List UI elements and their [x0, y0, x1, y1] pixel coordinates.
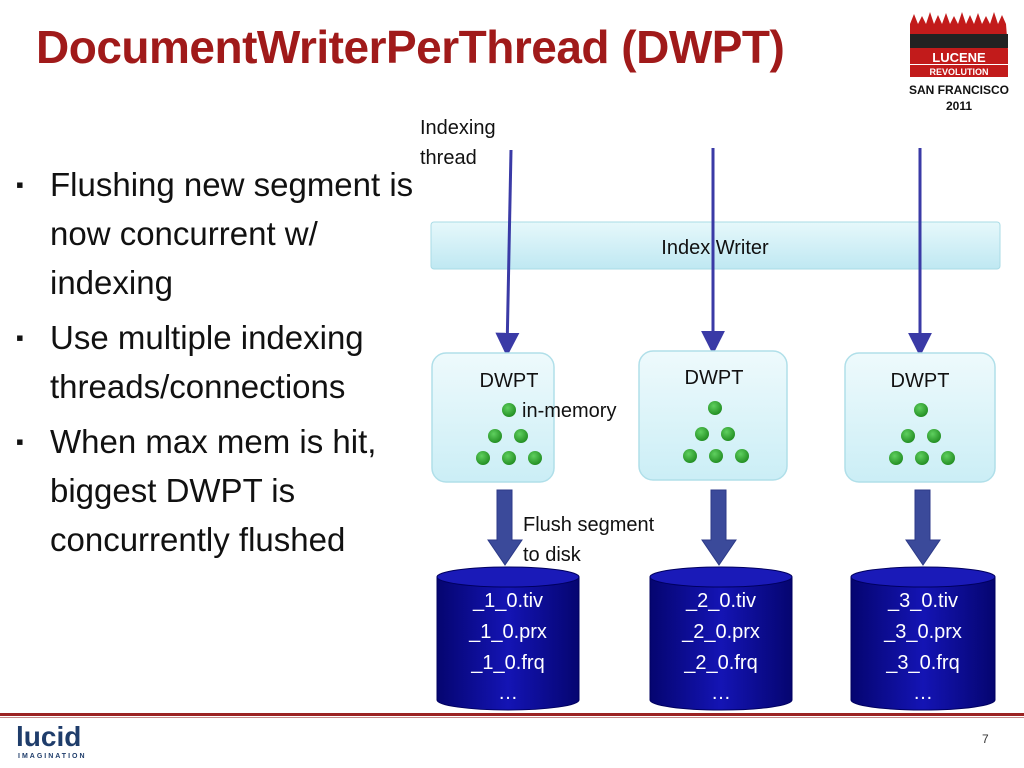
- segment-file: _3_0.prx: [883, 621, 962, 643]
- document-dot: [941, 451, 955, 465]
- dwpt-label: DWPT: [685, 367, 744, 389]
- document-dot: [889, 451, 903, 465]
- document-dot: [502, 451, 516, 465]
- bullet-text: When max mem is hit, biggest DWPT is con…: [50, 423, 377, 558]
- bullet-marker: ▪: [16, 325, 24, 350]
- segment-file: _1_0.tiv: [472, 590, 543, 612]
- svg-text:REVOLUTION: REVOLUTION: [929, 67, 988, 77]
- bullet-item: ▪ When max mem is hit, biggest DWPT is c…: [12, 417, 422, 564]
- index-writer-label: Index Writer: [661, 237, 769, 259]
- document-dot: [514, 429, 528, 443]
- indexing-thread-label: Indexing thread: [420, 117, 501, 169]
- document-dot: [709, 449, 723, 463]
- segment-file: _2_0.frq: [683, 652, 757, 674]
- segment-file: _1_0.prx: [468, 621, 547, 643]
- segment-file: …: [913, 682, 933, 704]
- dwpt-label: DWPT: [480, 370, 539, 392]
- document-dot: [901, 429, 915, 443]
- document-dot: [927, 429, 941, 443]
- document-dot: [914, 403, 928, 417]
- document-dot: [528, 451, 542, 465]
- bullet-item: ▪ Use multiple indexing threads/connecti…: [12, 313, 422, 411]
- segment-file: _3_0.frq: [885, 652, 959, 674]
- page-number: 7: [982, 732, 989, 746]
- segment-file: …: [711, 682, 731, 704]
- document-dot: [915, 451, 929, 465]
- document-dot: [721, 427, 735, 441]
- dwpt-label: DWPT: [891, 370, 950, 392]
- lucid-imagination-logo: lucid IMAGINATION: [16, 721, 87, 760]
- dot-pyramid: [683, 401, 749, 463]
- index-writer-bar: [430, 221, 1001, 270]
- document-dot: [708, 401, 722, 415]
- bullet-marker: ▪: [16, 172, 24, 197]
- thread-arrow: [495, 149, 520, 357]
- flush-label: Flush segment to disk: [523, 514, 660, 566]
- document-dot: [735, 449, 749, 463]
- bullet-text: Flushing new segment is now concurrent w…: [50, 166, 414, 301]
- bullet-item: ▪ Flushing new segment is now concurrent…: [12, 160, 422, 307]
- footer-divider-thin: [0, 717, 1024, 718]
- dwpt-box: [431, 352, 555, 483]
- document-dot: [695, 427, 709, 441]
- flush-arrow: [905, 489, 941, 566]
- svg-text:LUCENE: LUCENE: [932, 50, 986, 65]
- document-dot: [488, 429, 502, 443]
- segment-disk: _1_0.tiv _1_0.prx _1_0.frq …: [436, 566, 580, 711]
- lucene-revolution-logo: LUCENE REVOLUTION SAN FRANCISCO 2011: [909, 12, 1009, 113]
- segment-file: …: [498, 682, 518, 704]
- document-dot: [476, 451, 490, 465]
- document-dot: [502, 403, 516, 417]
- segment-disk: _2_0.tiv _2_0.prx _2_0.frq …: [649, 566, 793, 711]
- in-memory-label: in-memory: [522, 400, 616, 422]
- flush-arrow: [701, 489, 737, 566]
- flush-arrow: [487, 489, 523, 566]
- dot-pyramid: [476, 403, 542, 465]
- svg-text:SAN FRANCISCO: SAN FRANCISCO: [909, 83, 1009, 97]
- bullet-marker: ▪: [16, 429, 24, 454]
- segment-file: _2_0.prx: [681, 621, 760, 643]
- bullet-text: Use multiple indexing threads/connection…: [50, 319, 364, 405]
- segment-file: _2_0.tiv: [685, 590, 756, 612]
- document-dot: [683, 449, 697, 463]
- slide-title: DocumentWriterPerThread (DWPT): [36, 21, 785, 73]
- bullet-list: ▪ Flushing new segment is now concurrent…: [12, 160, 422, 570]
- segment-file: _1_0.frq: [470, 652, 544, 674]
- dwpt-box: [844, 352, 996, 483]
- footer-divider: [0, 713, 1024, 716]
- svg-text:IMAGINATION: IMAGINATION: [18, 753, 87, 760]
- svg-text:2011: 2011: [946, 99, 972, 113]
- segment-disk: _3_0.tiv _3_0.prx _3_0.frq …: [850, 566, 996, 711]
- dot-pyramid: [889, 403, 955, 465]
- segment-file: _3_0.tiv: [887, 590, 958, 612]
- svg-text:lucid: lucid: [16, 721, 81, 752]
- dwpt-box: [638, 350, 788, 481]
